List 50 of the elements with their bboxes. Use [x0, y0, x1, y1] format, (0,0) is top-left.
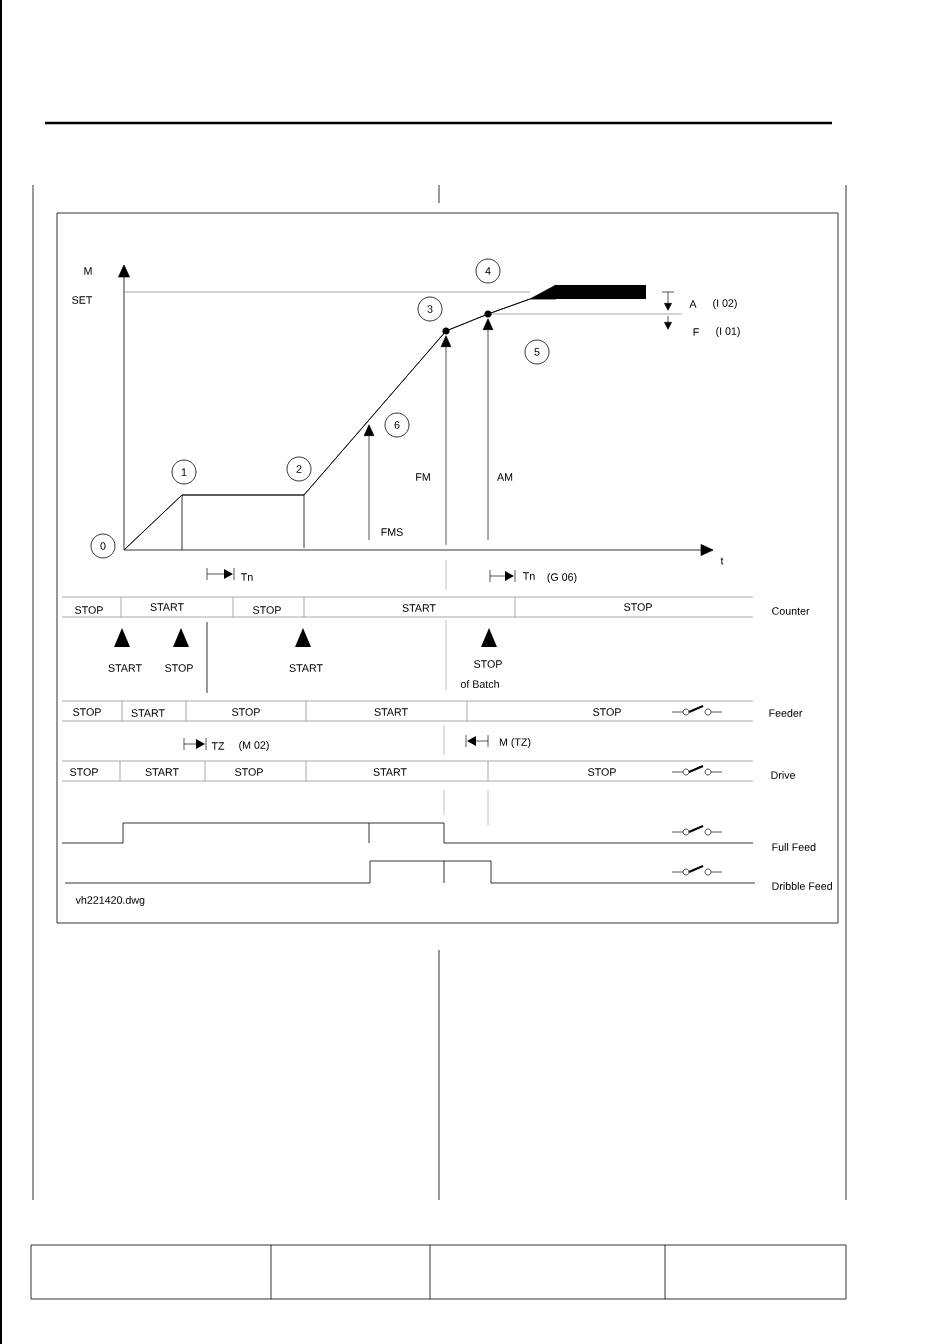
- state-label: STOP: [624, 603, 652, 611]
- state-label: STOP: [588, 768, 616, 776]
- axis-label: SET: [72, 296, 93, 304]
- event-label: of Batch: [460, 680, 499, 688]
- callout-number: 1: [171, 459, 197, 485]
- event-label: STOP: [165, 664, 193, 672]
- state-label: START: [402, 604, 436, 612]
- tolerance-label: A: [689, 300, 697, 308]
- overshoot-band: [555, 285, 646, 299]
- state-label: STOP: [253, 606, 281, 614]
- state-label: STOP: [75, 606, 103, 614]
- row-label: Drive: [771, 771, 795, 779]
- state-label: START: [150, 603, 184, 611]
- row-label: Full Feed: [772, 843, 816, 851]
- parameter-code: (I 01): [716, 327, 740, 337]
- tolerance-label: F: [693, 328, 699, 336]
- time-label: M (TZ): [499, 738, 531, 748]
- signal-label: FM: [416, 473, 430, 481]
- parameter-code: (I 02): [713, 299, 737, 309]
- callout-number: 6: [384, 412, 410, 438]
- time-label: TZ: [211, 742, 225, 750]
- file-name: vh221420.dwg: [75, 896, 145, 906]
- callout-number: 3: [417, 296, 443, 322]
- event-label: START: [289, 664, 323, 672]
- row-label: Dribble Feed: [772, 882, 832, 890]
- callout-number: 0: [90, 533, 116, 559]
- parameter-code: (G 06): [547, 573, 577, 583]
- state-label: START: [373, 768, 407, 776]
- parameter-code: (M 02): [239, 741, 269, 751]
- state-label: START: [145, 768, 179, 776]
- state-label: STOP: [232, 708, 260, 716]
- callout-number: 4: [475, 258, 501, 284]
- axis-label: M: [84, 267, 92, 275]
- event-label: START: [108, 664, 142, 672]
- state-label: STOP: [593, 708, 621, 716]
- signal-label: AM: [497, 473, 513, 481]
- time-label: Tn: [241, 573, 253, 581]
- state-label: STOP: [235, 768, 263, 776]
- event-label: STOP: [474, 660, 502, 668]
- state-label: START: [131, 709, 165, 717]
- state-label: STOP: [70, 768, 98, 776]
- row-label: Feeder: [769, 709, 803, 717]
- signal-label: FMS: [381, 528, 403, 536]
- callout-number: 2: [286, 456, 312, 482]
- state-label: STOP: [73, 708, 101, 716]
- row-label: Counter: [772, 607, 810, 615]
- callout-number: 5: [524, 339, 550, 365]
- axis-label: t: [720, 557, 724, 565]
- time-label: Tn: [523, 572, 535, 580]
- state-label: START: [374, 708, 408, 716]
